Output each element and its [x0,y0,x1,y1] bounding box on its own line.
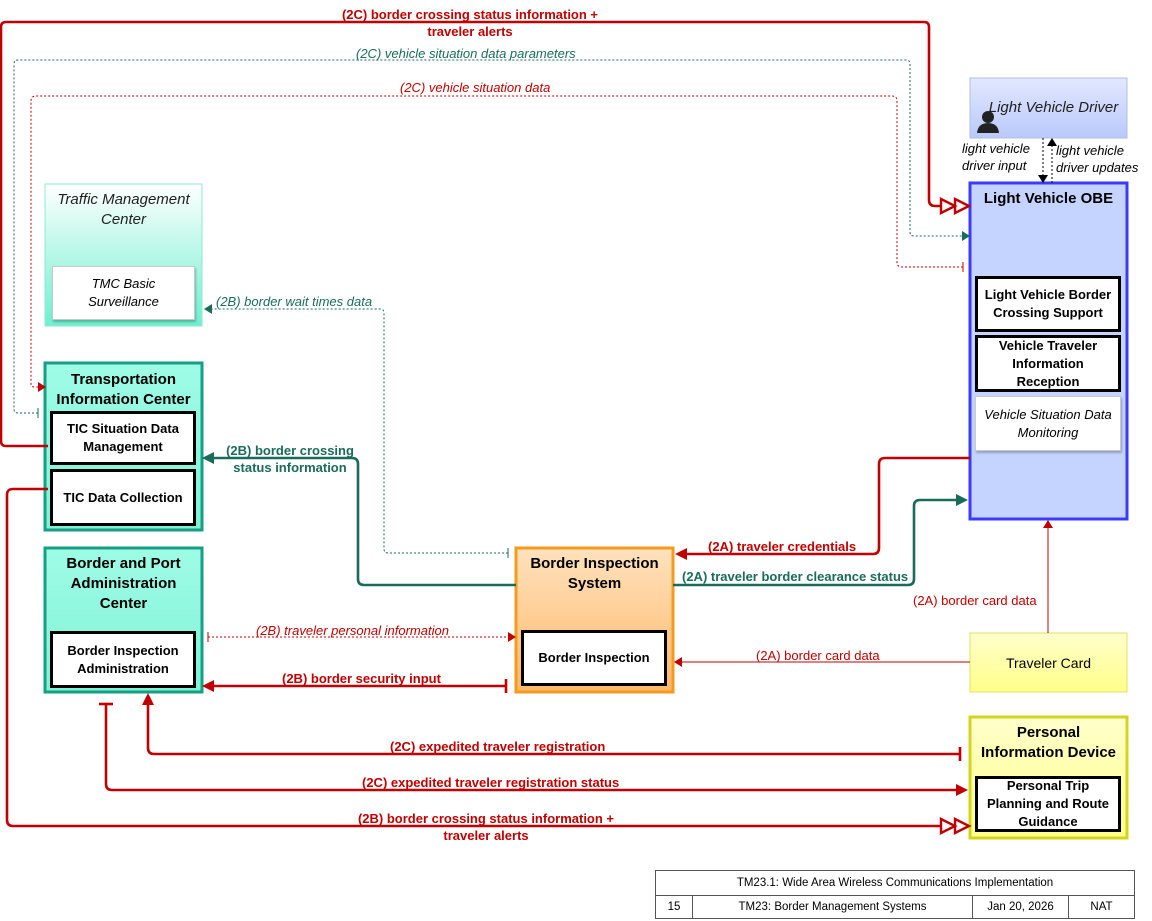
diagram-date: Jan 20, 2026 [973,896,1069,919]
card-title: Traveler Card [1005,655,1092,671]
flow-label-border-crossing-status-2b-pid: (2B) border crossing status information … [357,811,615,843]
driver-element: Light Vehicle Driver [970,78,1127,138]
flow-label-border-wait-times: (2B) border wait times data [216,294,373,309]
tic-title: Transportation Information Center [56,371,191,408]
flow-label-border-security-input: (2B) border security input [282,671,441,686]
title-block: TM23.1: Wide Area Wireless Communication… [655,870,1135,919]
flow-label-traveler-personal-information: (2B) traveler personal information [256,623,449,638]
pid-element: Personal Information Device [970,717,1127,767]
card-element: Traveler Card [970,633,1127,692]
flow-label-border-card-data-obe: (2A) border card data [913,593,1037,608]
personal-trip-planning[interactable]: Personal Trip Planning and Route Guidanc… [975,776,1121,832]
obe-title: Light Vehicle OBE [983,190,1114,207]
service-package-name: TM23: Border Management Systems [693,896,973,919]
tic-situation-data-management[interactable]: TIC Situation Data Management [50,411,196,465]
flow-label-driver-updates: light vehicle driver updates [1056,143,1139,175]
page-number: 15 [656,896,693,919]
tmc-basic-surveillance[interactable]: TMC Basic Surveillance [52,266,195,320]
driver-title: Light Vehicle Driver [988,99,1119,116]
flow-label-vehicle-situation-data: (2C) vehicle situation data [400,80,551,95]
flow-label-driver-input: light vehicle driver input [962,141,1030,173]
tmc-element: Traffic Management Center [45,184,202,244]
bpac-element: Border and Port Administration Center [45,548,202,618]
scope: NAT [1090,901,1113,913]
flow-label-vehicle-situation-data-parameters: (2C) vehicle situation data parameters [356,46,576,61]
bpac-title: Border and Port Administration Center [66,555,181,612]
person-icon [977,111,999,133]
flow-label-border-card-data-bis: (2A) border card data [756,648,880,663]
tmc-title: Traffic Management Center [57,191,190,228]
border-inspection[interactable]: Border Inspection [521,630,667,686]
tic-data-collection[interactable]: TIC Data Collection [50,469,196,526]
vehicle-traveler-information-reception[interactable]: Vehicle Traveler Information Reception [975,335,1121,392]
obe-element: Light Vehicle OBE [970,183,1127,223]
flow-label-traveler-credentials: (2A) traveler credentials [708,539,857,554]
light-vehicle-border-crossing-support[interactable]: Light Vehicle Border Crossing Support [975,276,1121,332]
bis-title: Border Inspection System [530,555,659,592]
diagram-title: TM23.1: Wide Area Wireless Communication… [656,871,1134,896]
card-box[interactable] [969,632,1128,693]
flow-label-border-crossing-status-2b: (2B) border crossing status information [226,443,354,475]
bis-element: Border Inspection System [516,548,673,598]
tic-element: Transportation Information Center [45,363,202,408]
border-inspection-administration[interactable]: Border Inspection Administration [50,631,196,688]
flow-label-border-crossing-status-2c: (2C) border crossing status information … [341,7,599,39]
vehicle-situation-data-monitoring[interactable]: Vehicle Situation Data Monitoring [975,396,1121,451]
flow-label-expedited-traveler-registration: (2C) expedited traveler registration [390,739,606,754]
flow-label-traveler-border-clearance-status: (2A) traveler border clearance status [682,569,909,584]
pid-title: Personal Information Device [980,724,1117,761]
flow-label-expedited-traveler-registration-status: (2C) expedited traveler registration sta… [362,775,620,790]
